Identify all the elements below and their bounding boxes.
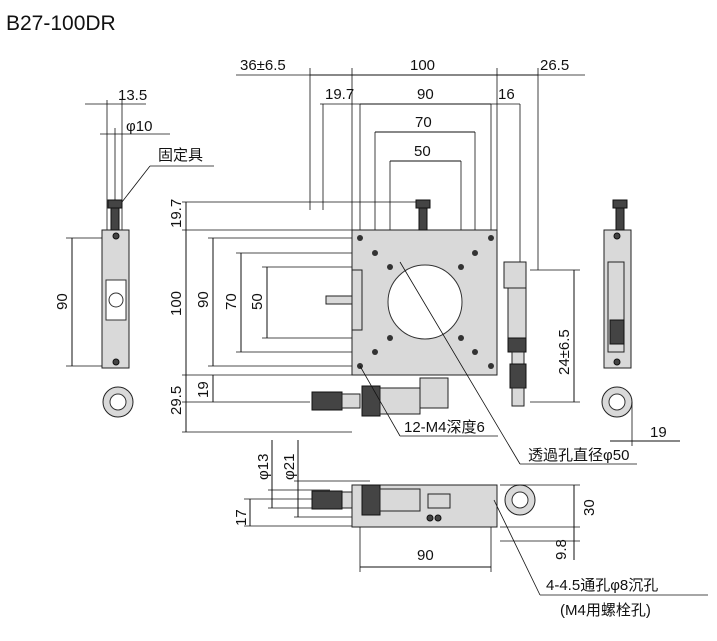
dim-mid-100: 100 bbox=[168, 291, 185, 316]
left-side-view: 13.5 φ10 固定具 90 bbox=[54, 87, 214, 418]
dim-bot-phi13: φ13 bbox=[255, 454, 272, 480]
dim-top-offset: 36±6.5 bbox=[240, 57, 286, 74]
dim-left-90: 90 bbox=[54, 293, 71, 310]
dim-right-24: 24±6.5 bbox=[556, 329, 573, 375]
bottom-front-view: φ13 φ21 17 90 30 9.8 4-4. bbox=[233, 440, 708, 619]
callout-mount-note: (M4用螺栓孔) bbox=[560, 602, 651, 619]
tapped-holes bbox=[357, 235, 494, 369]
dim-top-100: 100 bbox=[410, 57, 435, 74]
dim-mid-50: 50 bbox=[249, 293, 266, 310]
dim-mid-19-7: 19.7 bbox=[168, 199, 185, 228]
drawing-title: B27-100DR bbox=[6, 12, 116, 35]
dim-bot-9-8: 9.8 bbox=[553, 539, 570, 560]
dim-left-phi10: φ10 bbox=[126, 118, 152, 135]
dim-left-13-5: 13.5 bbox=[118, 87, 147, 104]
fixer-label: 固定具 bbox=[158, 147, 203, 164]
dim-bot-phi21: φ21 bbox=[281, 454, 298, 480]
main-top-view: 19.7 100 90 70 50 29.5 19 bbox=[168, 199, 637, 465]
dim-bot-17: 17 bbox=[233, 509, 250, 526]
dim-top-16: 16 bbox=[498, 86, 515, 103]
callout-tapped-holes: 12-M4深度6 bbox=[404, 419, 485, 436]
dim-top-50: 50 bbox=[414, 143, 431, 160]
dim-mid-70: 70 bbox=[223, 293, 240, 310]
dim-bot-90: 90 bbox=[417, 547, 434, 564]
dim-top-70: 70 bbox=[415, 114, 432, 131]
through-hole bbox=[387, 264, 463, 340]
callout-mount-holes: 4-4.5通孔φ8沉孔 bbox=[546, 577, 658, 594]
dim-top-90: 90 bbox=[417, 86, 434, 103]
dim-bot-30: 30 bbox=[581, 499, 598, 516]
dim-mid-19: 19 bbox=[195, 381, 212, 398]
dim-top-26-5: 26.5 bbox=[540, 57, 569, 74]
dim-right-19: 19 bbox=[650, 424, 667, 441]
dim-top-19-7: 19.7 bbox=[325, 86, 354, 103]
dim-mid-90: 90 bbox=[195, 291, 212, 308]
right-side-view: 24±6.5 19 bbox=[530, 199, 680, 446]
top-dimensions: 36±6.5 100 26.5 19.7 90 16 70 50 bbox=[236, 57, 585, 270]
callout-through-hole: 透過孔直径φ50 bbox=[528, 447, 629, 464]
dim-mid-29-5: 29.5 bbox=[168, 386, 185, 415]
